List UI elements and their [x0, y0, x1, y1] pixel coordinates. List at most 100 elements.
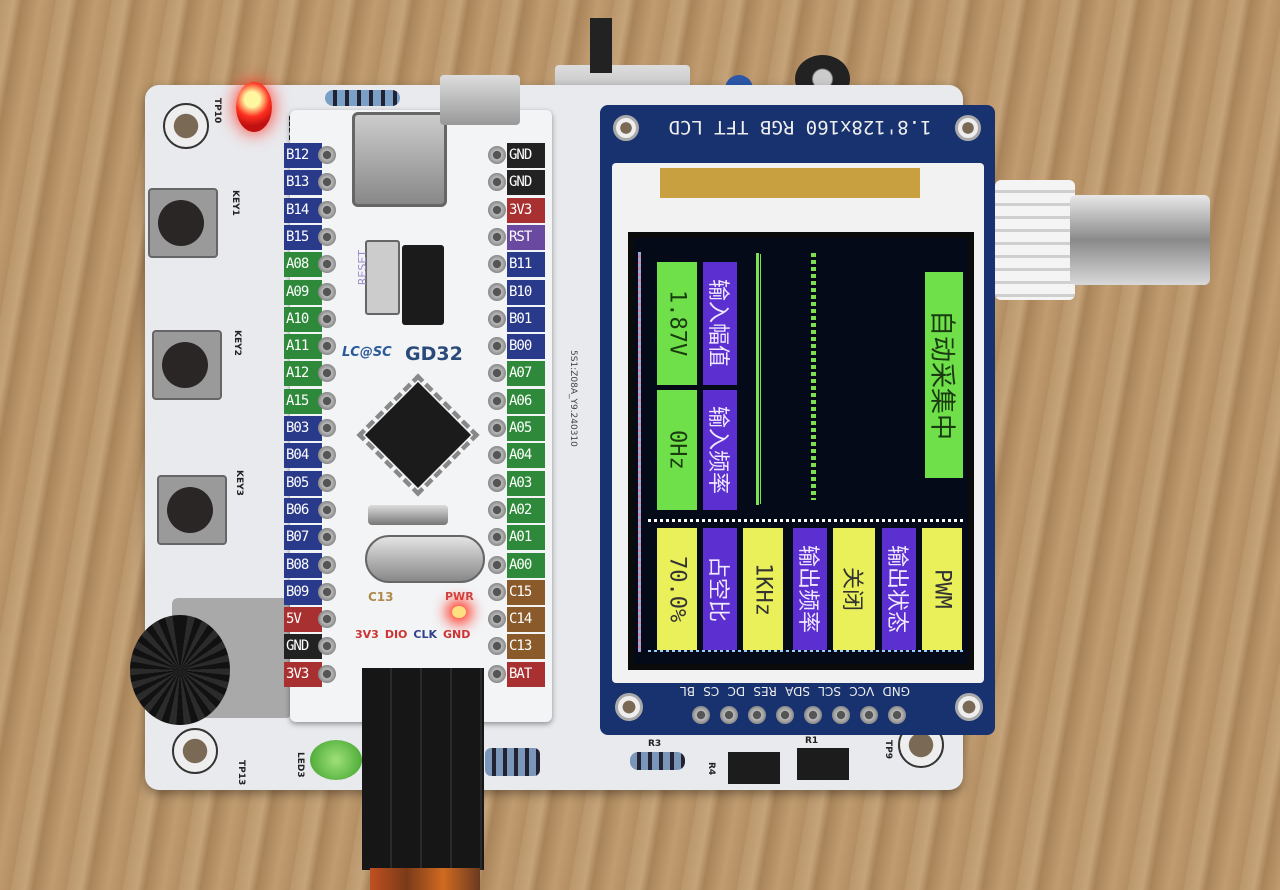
- lcd-title: 1.8'128x160 RGB TFT LCD: [668, 116, 932, 138]
- pin-hole: [488, 282, 506, 301]
- jumper-r4[interactable]: [728, 752, 780, 784]
- key1-button[interactable]: [148, 188, 218, 258]
- pin-label: A02: [507, 497, 545, 523]
- key2-button[interactable]: [152, 330, 222, 400]
- mount-hole: [955, 115, 981, 141]
- pin-hole: [318, 637, 336, 656]
- pin-hole: [318, 582, 336, 601]
- pin-hole: [318, 446, 336, 465]
- pin-label: 3V3: [284, 661, 322, 687]
- tp13-label: TP13: [236, 760, 246, 786]
- lcd-pin-hole: [804, 706, 822, 724]
- pin-hole: [488, 309, 506, 328]
- lcd-pin-label: GND: [882, 684, 910, 698]
- resistor-top: [325, 90, 400, 106]
- lcd-pin-hole: [720, 706, 738, 724]
- pin-label: RST: [507, 224, 545, 250]
- pin-label: B04: [284, 443, 322, 469]
- lcd-pin-hole: [692, 706, 710, 724]
- pin-label: A04: [507, 443, 545, 469]
- pin-hole: [488, 173, 506, 192]
- pin-label: B12: [284, 143, 322, 168]
- potentiometer-knob[interactable]: [130, 615, 230, 725]
- duty-label: 占空比: [703, 528, 737, 650]
- key1-cap[interactable]: [158, 200, 204, 246]
- pin-hole: [488, 391, 506, 410]
- bnc-connector-nut[interactable]: [995, 180, 1075, 300]
- boot-jumper[interactable]: [402, 245, 444, 325]
- pin-label: B13: [284, 170, 322, 196]
- usb-c-port-base[interactable]: [440, 75, 520, 125]
- status-block: 自动采集中: [925, 272, 963, 478]
- pin-hole: [318, 309, 336, 328]
- crystal-small: [368, 505, 448, 525]
- swd-gnd: GND: [443, 628, 471, 641]
- crystal-large: [365, 535, 485, 583]
- pin-hole: [488, 255, 506, 274]
- tp9-label: TP9: [883, 740, 893, 759]
- key2-cap[interactable]: [162, 342, 208, 388]
- pin-hole: [488, 582, 506, 601]
- c13-label: C13: [368, 590, 394, 604]
- lcd-pin-label: SCL: [818, 684, 841, 698]
- pin-hole: [318, 473, 336, 492]
- pin-hole: [488, 664, 506, 683]
- pin-label: C15: [507, 579, 545, 605]
- side-pcb-text: 5S1:Z08A_Y9.240310: [568, 350, 578, 447]
- lcd-pin-hole: [832, 706, 850, 724]
- dupont-connector[interactable]: [362, 668, 484, 870]
- pin-label: 3V3: [507, 197, 545, 223]
- reset-button[interactable]: [365, 240, 400, 315]
- pin-label: A00: [507, 552, 545, 578]
- pin-label: GND: [507, 170, 545, 196]
- freq-value: 0Hz: [657, 390, 697, 510]
- pin-label: A03: [507, 470, 545, 496]
- swd-dio: DIO: [384, 628, 408, 641]
- pin-label: A11: [284, 334, 322, 360]
- waveform-trace: [811, 253, 816, 500]
- pin-label: BAT: [507, 661, 545, 687]
- waveform-axis: [756, 253, 759, 505]
- lcd-pin-label: CS: [703, 684, 720, 698]
- r3-label: R3: [648, 739, 662, 749]
- mount-hole: [615, 693, 643, 721]
- lcd-pin-label: SDA: [785, 684, 811, 698]
- pin-label: B10: [507, 279, 545, 305]
- key3-label: KEY3: [234, 470, 244, 496]
- mount-hole: [955, 693, 983, 721]
- pin-label: B14: [284, 197, 322, 223]
- pin-label: 5V: [284, 607, 322, 633]
- mount-hole: [613, 115, 639, 141]
- pin-hole: [488, 419, 506, 437]
- pin-label: B15: [284, 224, 322, 250]
- pin-hole: [318, 227, 336, 246]
- usb-c-port[interactable]: [352, 112, 447, 207]
- pin-hole: [488, 473, 506, 492]
- amp-label: 输入幅值: [703, 262, 737, 385]
- bnc-connector-barrel[interactable]: [1070, 195, 1210, 285]
- pin-label: GND: [284, 634, 322, 660]
- pin-label: B05: [284, 470, 322, 496]
- key3-cap[interactable]: [167, 487, 213, 533]
- reset-label: RESET: [356, 250, 369, 286]
- pin-hole: [488, 200, 506, 219]
- switch-knob[interactable]: [590, 18, 612, 73]
- pin-label: A01: [507, 525, 545, 551]
- pin-hole: [488, 637, 506, 656]
- pin-hole: [318, 664, 336, 683]
- pin-hole: [318, 337, 336, 356]
- pin-hole: [488, 446, 506, 465]
- swd-clk: CLK: [413, 628, 438, 641]
- pin-label: A05: [507, 416, 545, 441]
- out-freq-value: 1KHz: [743, 528, 783, 650]
- jumper-r1[interactable]: [797, 748, 849, 780]
- key3-button[interactable]: [157, 475, 227, 545]
- pin-label: B11: [507, 252, 545, 278]
- pin-hole: [488, 610, 506, 629]
- pin-label: C13: [507, 634, 545, 660]
- pin-hole: [318, 146, 336, 164]
- gd32-logo: GD32: [405, 343, 463, 365]
- lcd-pin-label: DC: [727, 684, 746, 698]
- r1-label: R1: [805, 736, 819, 746]
